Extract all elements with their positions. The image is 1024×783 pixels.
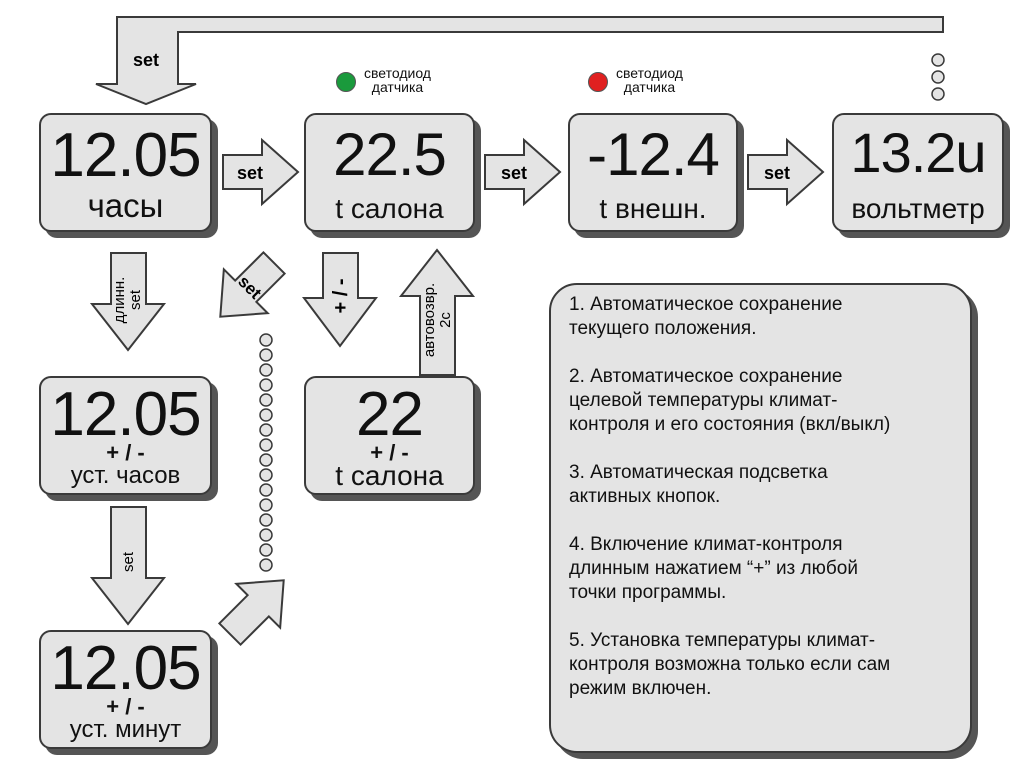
notes-panel: 1. Автоматическое сохранение текущего по…: [549, 283, 972, 753]
clock-display: 12.05 часы: [39, 113, 212, 232]
voltmeter-value: 13.2u: [850, 121, 986, 184]
hours-to-minutes-arrow: [89, 506, 167, 626]
clock-to-salon-label: set: [237, 163, 263, 183]
clock-value: 12.05: [50, 121, 201, 190]
dotted-chain-left: [259, 333, 273, 572]
voltmeter-display: 13.2u вольтметр: [832, 113, 1004, 232]
auto-return-up-arrow: [398, 248, 476, 376]
note-2: 2. Автоматическое сохранение целевой тем…: [569, 366, 891, 435]
set-hours-label: уст. часов: [70, 462, 181, 489]
top-return-label: set: [133, 50, 159, 70]
outside-temp-label: t внешн.: [599, 193, 707, 224]
red-led-label-1: светодиод: [616, 65, 683, 81]
target-temp-label: t салона: [335, 460, 444, 491]
note-1: 1. Автоматическое сохранение текущего по…: [569, 294, 843, 339]
green-led-label: светодиод датчика: [364, 66, 431, 94]
hours-to-minutes-label: set: [120, 551, 137, 572]
voltmeter-label: вольтметр: [851, 193, 985, 224]
long-set-down-arrow: [89, 252, 167, 352]
long-set-label-2: set: [127, 289, 144, 310]
note-3: 3. Автоматическая подсветка активных кно…: [569, 462, 828, 507]
red-led-dot: [588, 72, 608, 92]
auto-return-label-2: 2с: [437, 312, 454, 328]
set-minutes-value: 12.05: [50, 634, 201, 703]
red-led-label-2: датчика: [623, 79, 676, 95]
outside-to-volt-arrow: [747, 137, 825, 207]
target-temp-plusminus: + / -: [370, 440, 409, 465]
red-led-label: светодиод датчика: [616, 66, 683, 94]
salon-temp-display: 22.5 t салона: [304, 113, 475, 232]
auto-return-label-1: автовозвр.: [421, 283, 438, 357]
salon-temp-value: 22.5: [333, 121, 447, 188]
long-set-label-1: длинн.: [111, 277, 128, 324]
set-minutes-plusminus: + / -: [106, 694, 145, 719]
outside-to-volt-label: set: [764, 163, 790, 183]
target-temp-value: 22: [356, 380, 424, 449]
green-led-label-2: датчика: [371, 79, 424, 95]
set-hours-display: 12.05 + / - уст. часов: [39, 376, 212, 495]
plus-minus-arrow-label: + / -: [330, 278, 352, 313]
bottom-diagonal-arrow: [217, 579, 285, 647]
set-hours-plusminus: + / -: [106, 440, 145, 465]
green-led-indicator: светодиод датчика: [336, 66, 431, 94]
clock-to-salon-arrow: [222, 137, 300, 207]
outside-temp-display: -12.4 t внешн.: [568, 113, 738, 232]
set-hours-value: 12.05: [50, 380, 201, 449]
salon-to-outside-arrow: [484, 137, 562, 207]
back-to-salon-arrow: [219, 250, 287, 318]
note-5: 5. Установка температуры климат- контрол…: [569, 630, 891, 699]
set-minutes-label: уст. минут: [69, 716, 182, 743]
outside-temp-value: -12.4: [587, 121, 720, 188]
dotted-chain-right: [931, 53, 945, 101]
clock-label: часы: [87, 187, 164, 224]
salon-to-outside-label: set: [501, 163, 527, 183]
green-led-dot: [336, 72, 356, 92]
green-led-label-1: светодиод: [364, 65, 431, 81]
target-temp-display: 22 + / - t салона: [304, 376, 475, 495]
salon-temp-label: t салона: [335, 193, 444, 224]
set-minutes-display: 12.05 + / - уст. минут: [39, 630, 212, 749]
note-4: 4. Включение климат-контроля длинным наж…: [569, 534, 858, 603]
top-return-arrow: [95, 16, 944, 106]
red-led-indicator: светодиод датчика: [588, 66, 683, 94]
plus-minus-down-arrow: [302, 252, 378, 348]
